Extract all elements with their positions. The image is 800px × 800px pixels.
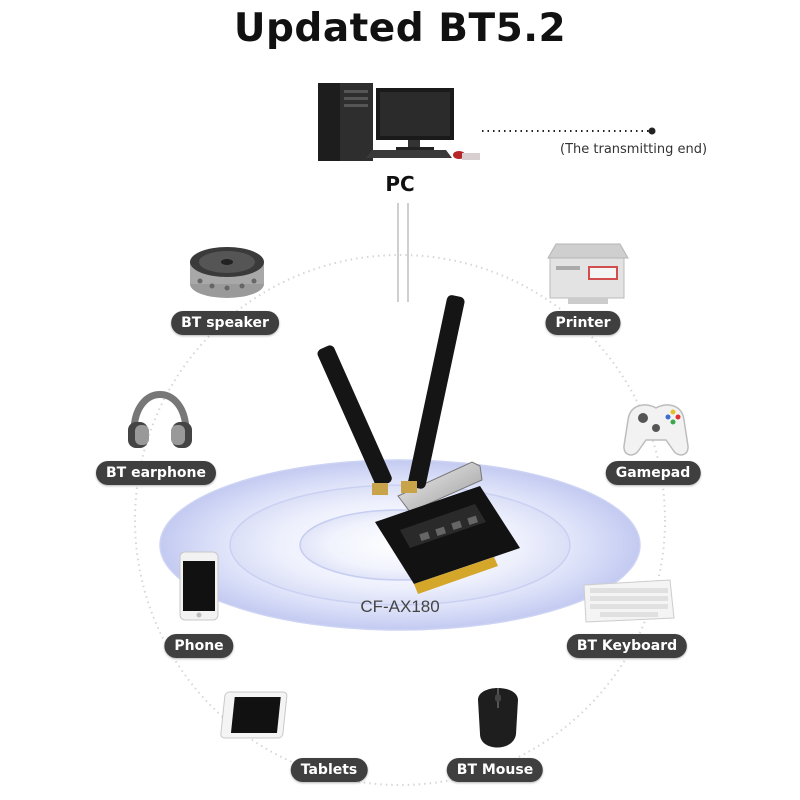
tablet-icon [220,691,288,739]
bt-earphone-label: BT earphone [95,461,217,485]
gamepad-icon [623,404,689,456]
pc-label: PC [385,172,415,196]
bt-speaker-label: BT speaker [171,311,279,335]
page-title: Updated BT5.2 [233,6,567,51]
keyboard-icon [583,579,675,623]
gamepad-label: Gamepad [605,461,701,485]
tablets-label: Tablets [290,758,368,782]
bt-mouse-label: BT Mouse [446,758,544,782]
coverage-circle [134,254,666,786]
wifi-card-image [317,295,520,594]
headphones-icon [128,391,192,448]
phone-icon [179,551,219,621]
device-model-label: CF-AX180 [360,597,440,616]
pc-icon [318,83,480,161]
mouse-icon [478,688,518,748]
phone-label: Phone [164,634,234,658]
bt-keyboard-label: BT Keyboard [566,634,688,658]
transmitting-end-label: (The transmitting end) [560,142,708,157]
transmit-dot [648,127,656,135]
pc-connector-lines [397,203,409,302]
speaker-icon [190,247,264,298]
printer-icon [547,243,629,304]
printer-label: Printer [545,311,621,335]
